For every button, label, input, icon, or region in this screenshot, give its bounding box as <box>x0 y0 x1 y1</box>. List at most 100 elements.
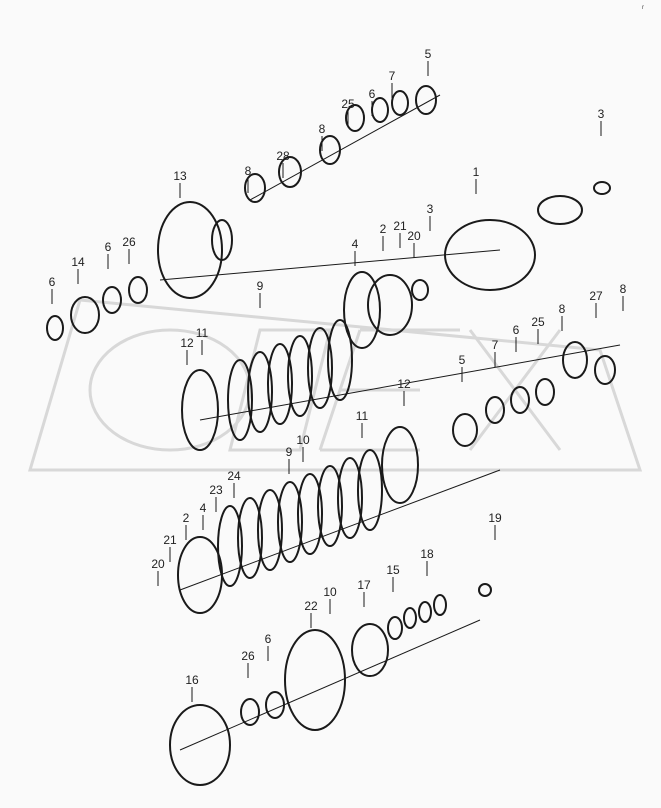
part-ring <box>537 195 583 225</box>
part-ring <box>367 274 413 336</box>
part-label-23: 23 <box>209 483 223 497</box>
part-label-3: 3 <box>598 107 605 121</box>
part-label-2: 2 <box>380 222 387 236</box>
part-ring <box>478 583 492 597</box>
part-label-4: 4 <box>352 237 359 251</box>
part-ring <box>128 276 148 304</box>
part-label-26: 26 <box>122 235 136 249</box>
part-ring <box>415 85 437 115</box>
part-label-7: 7 <box>492 338 499 352</box>
part-ring <box>181 369 219 451</box>
corner-mark: r <box>642 5 644 11</box>
part-ring <box>343 271 381 349</box>
part-ring <box>452 413 478 447</box>
part-ring <box>371 97 389 123</box>
part-ring <box>418 601 432 623</box>
part-label-6: 6 <box>369 87 376 101</box>
part-label-28: 28 <box>276 149 290 163</box>
part-ring <box>265 691 285 719</box>
axis-line <box>159 249 501 281</box>
part-ring <box>244 173 266 203</box>
part-ring <box>510 386 530 414</box>
part-label-8: 8 <box>620 282 627 296</box>
part-ring <box>433 594 447 616</box>
part-label-10: 10 <box>296 433 310 447</box>
part-label-9: 9 <box>286 445 293 459</box>
part-ring <box>337 457 363 539</box>
axis-line <box>179 469 501 591</box>
part-label-13: 13 <box>173 169 187 183</box>
part-ring <box>345 104 365 132</box>
part-ring <box>287 335 313 417</box>
part-ring <box>381 426 419 504</box>
part-ring <box>211 219 233 261</box>
part-ring <box>535 378 555 406</box>
part-label-7: 7 <box>389 69 396 83</box>
part-ring <box>594 355 616 385</box>
part-label-10: 10 <box>323 585 337 599</box>
part-ring <box>562 341 588 379</box>
part-label-6: 6 <box>105 240 112 254</box>
part-label-14: 14 <box>71 255 85 269</box>
part-label-15: 15 <box>386 563 400 577</box>
part-label-9: 9 <box>257 279 264 293</box>
part-label-8: 8 <box>245 164 252 178</box>
axis-line <box>179 619 481 751</box>
part-label-21: 21 <box>393 219 407 233</box>
part-label-25: 25 <box>531 315 545 329</box>
part-ring <box>351 623 389 677</box>
part-label-2: 2 <box>183 511 190 525</box>
part-ring <box>46 315 64 341</box>
part-ring <box>277 481 303 563</box>
part-label-21: 21 <box>163 533 177 547</box>
part-label-25: 25 <box>341 97 355 111</box>
part-label-18: 18 <box>420 547 434 561</box>
part-label-5: 5 <box>425 47 432 61</box>
part-label-6: 6 <box>513 323 520 337</box>
part-ring <box>257 489 283 571</box>
part-label-27: 27 <box>589 289 603 303</box>
part-label-4: 4 <box>200 501 207 515</box>
part-label-8: 8 <box>559 302 566 316</box>
part-label-11: 11 <box>196 326 209 340</box>
part-ring <box>485 396 505 424</box>
part-label-19: 19 <box>488 511 502 525</box>
part-label-3: 3 <box>427 202 434 216</box>
part-ring <box>217 505 243 587</box>
watermark-logo <box>27 298 643 472</box>
part-ring <box>267 343 293 425</box>
axis-line <box>249 94 441 201</box>
part-label-12: 12 <box>397 377 411 391</box>
part-label-26: 26 <box>241 649 255 663</box>
part-label-8: 8 <box>319 122 326 136</box>
part-ring <box>411 279 429 301</box>
part-ring <box>387 616 403 640</box>
part-ring <box>169 704 231 786</box>
part-ring <box>102 286 122 314</box>
part-label-6: 6 <box>265 632 272 646</box>
part-ring <box>444 219 536 291</box>
part-ring <box>391 90 409 116</box>
part-label-20: 20 <box>151 557 165 571</box>
part-ring <box>237 497 263 579</box>
part-label-20: 20 <box>407 229 421 243</box>
part-ring <box>403 607 417 629</box>
part-ring <box>157 201 223 299</box>
part-label-1: 1 <box>473 165 480 179</box>
part-ring <box>284 629 346 731</box>
part-ring <box>247 351 273 433</box>
part-label-12: 12 <box>180 336 194 350</box>
part-label-24: 24 <box>227 469 241 483</box>
part-label-16: 16 <box>185 673 199 687</box>
part-ring <box>177 536 223 614</box>
part-ring <box>227 359 253 441</box>
part-label-11: 11 <box>356 409 369 423</box>
part-ring <box>240 698 260 726</box>
part-ring <box>593 181 611 195</box>
part-ring <box>297 473 323 555</box>
part-label-17: 17 <box>357 578 371 592</box>
part-label-6: 6 <box>49 275 56 289</box>
part-ring <box>327 319 353 401</box>
